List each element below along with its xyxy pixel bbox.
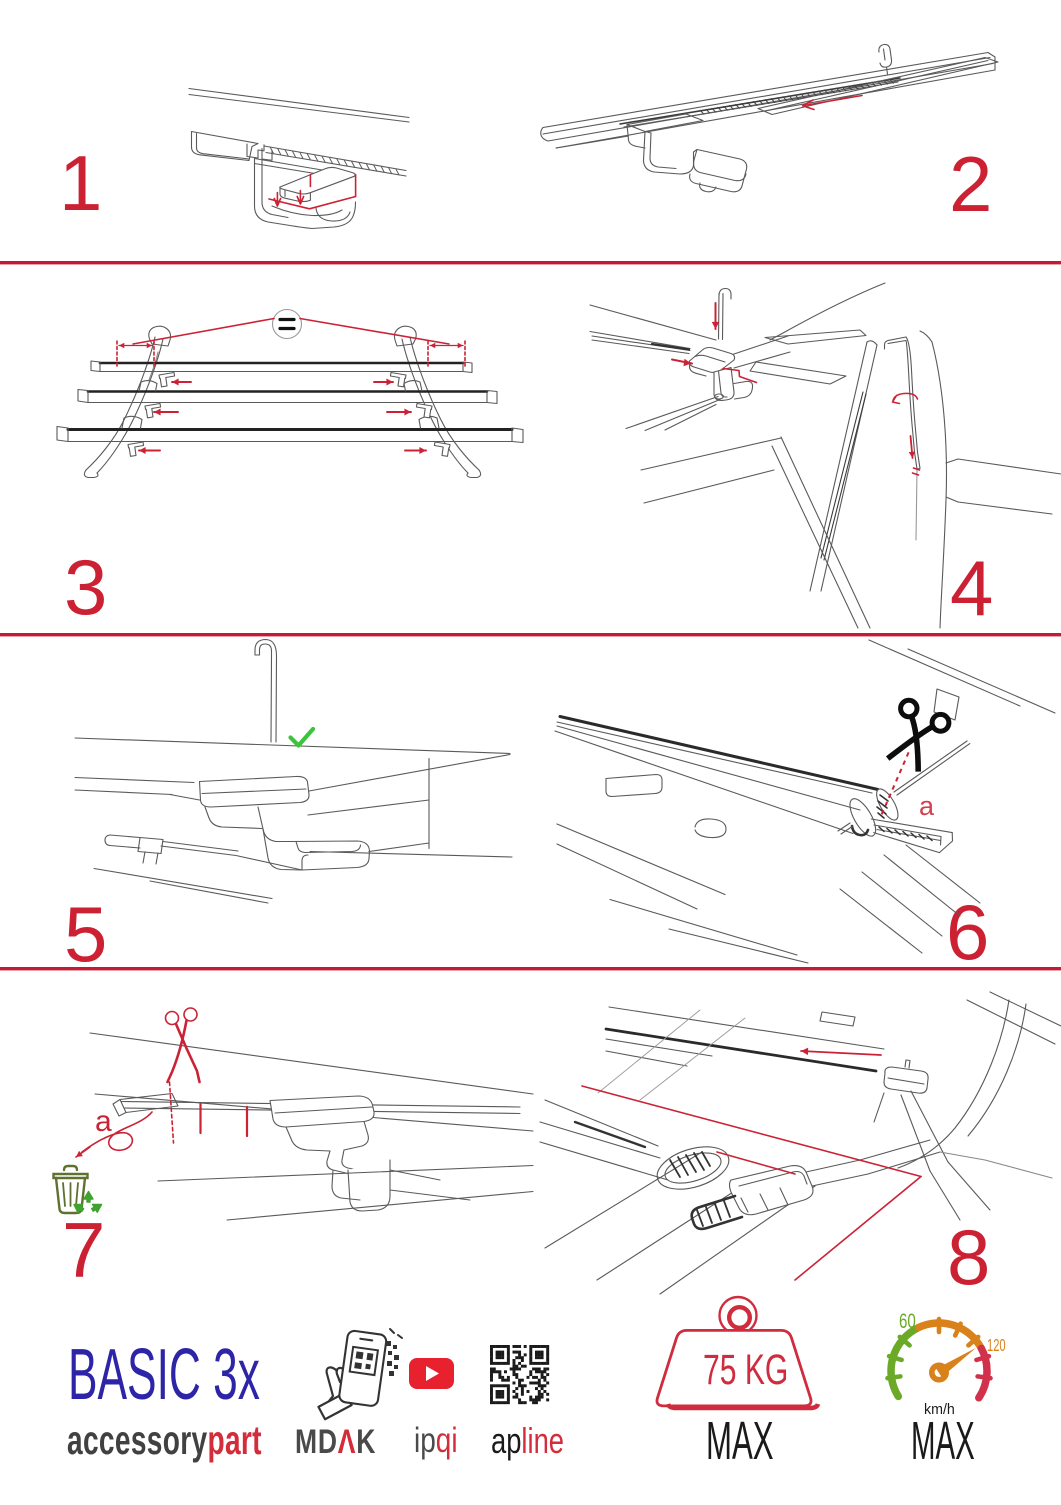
svg-text:a: a (95, 1105, 112, 1138)
svg-text:60: 60 (899, 1308, 916, 1332)
svg-text:4: 4 (950, 544, 993, 632)
svg-text:75 KG: 75 KG (703, 1345, 788, 1394)
svg-text:ipqi: ipqi (414, 1420, 458, 1460)
svg-text:5: 5 (64, 890, 107, 978)
svg-text:MAX: MAX (911, 1412, 975, 1472)
svg-text:120: 120 (987, 1335, 1006, 1355)
svg-text:BASIC 3x: BASIC 3x (68, 1334, 260, 1415)
svg-text:7: 7 (62, 1206, 105, 1294)
svg-text:3: 3 (64, 543, 107, 631)
svg-text:MAX: MAX (706, 1411, 774, 1471)
svg-text:8: 8 (947, 1213, 990, 1301)
svg-text:a: a (919, 791, 935, 821)
svg-text:apline: apline (491, 1420, 564, 1461)
svg-text:km/h: km/h (924, 1402, 955, 1418)
svg-text:6: 6 (946, 888, 989, 976)
svg-text:1: 1 (59, 139, 102, 227)
svg-text:MDΛK: MDΛK (295, 1423, 376, 1461)
svg-text:2: 2 (949, 140, 992, 228)
svg-text:accessorypart: accessorypart (67, 1418, 262, 1464)
